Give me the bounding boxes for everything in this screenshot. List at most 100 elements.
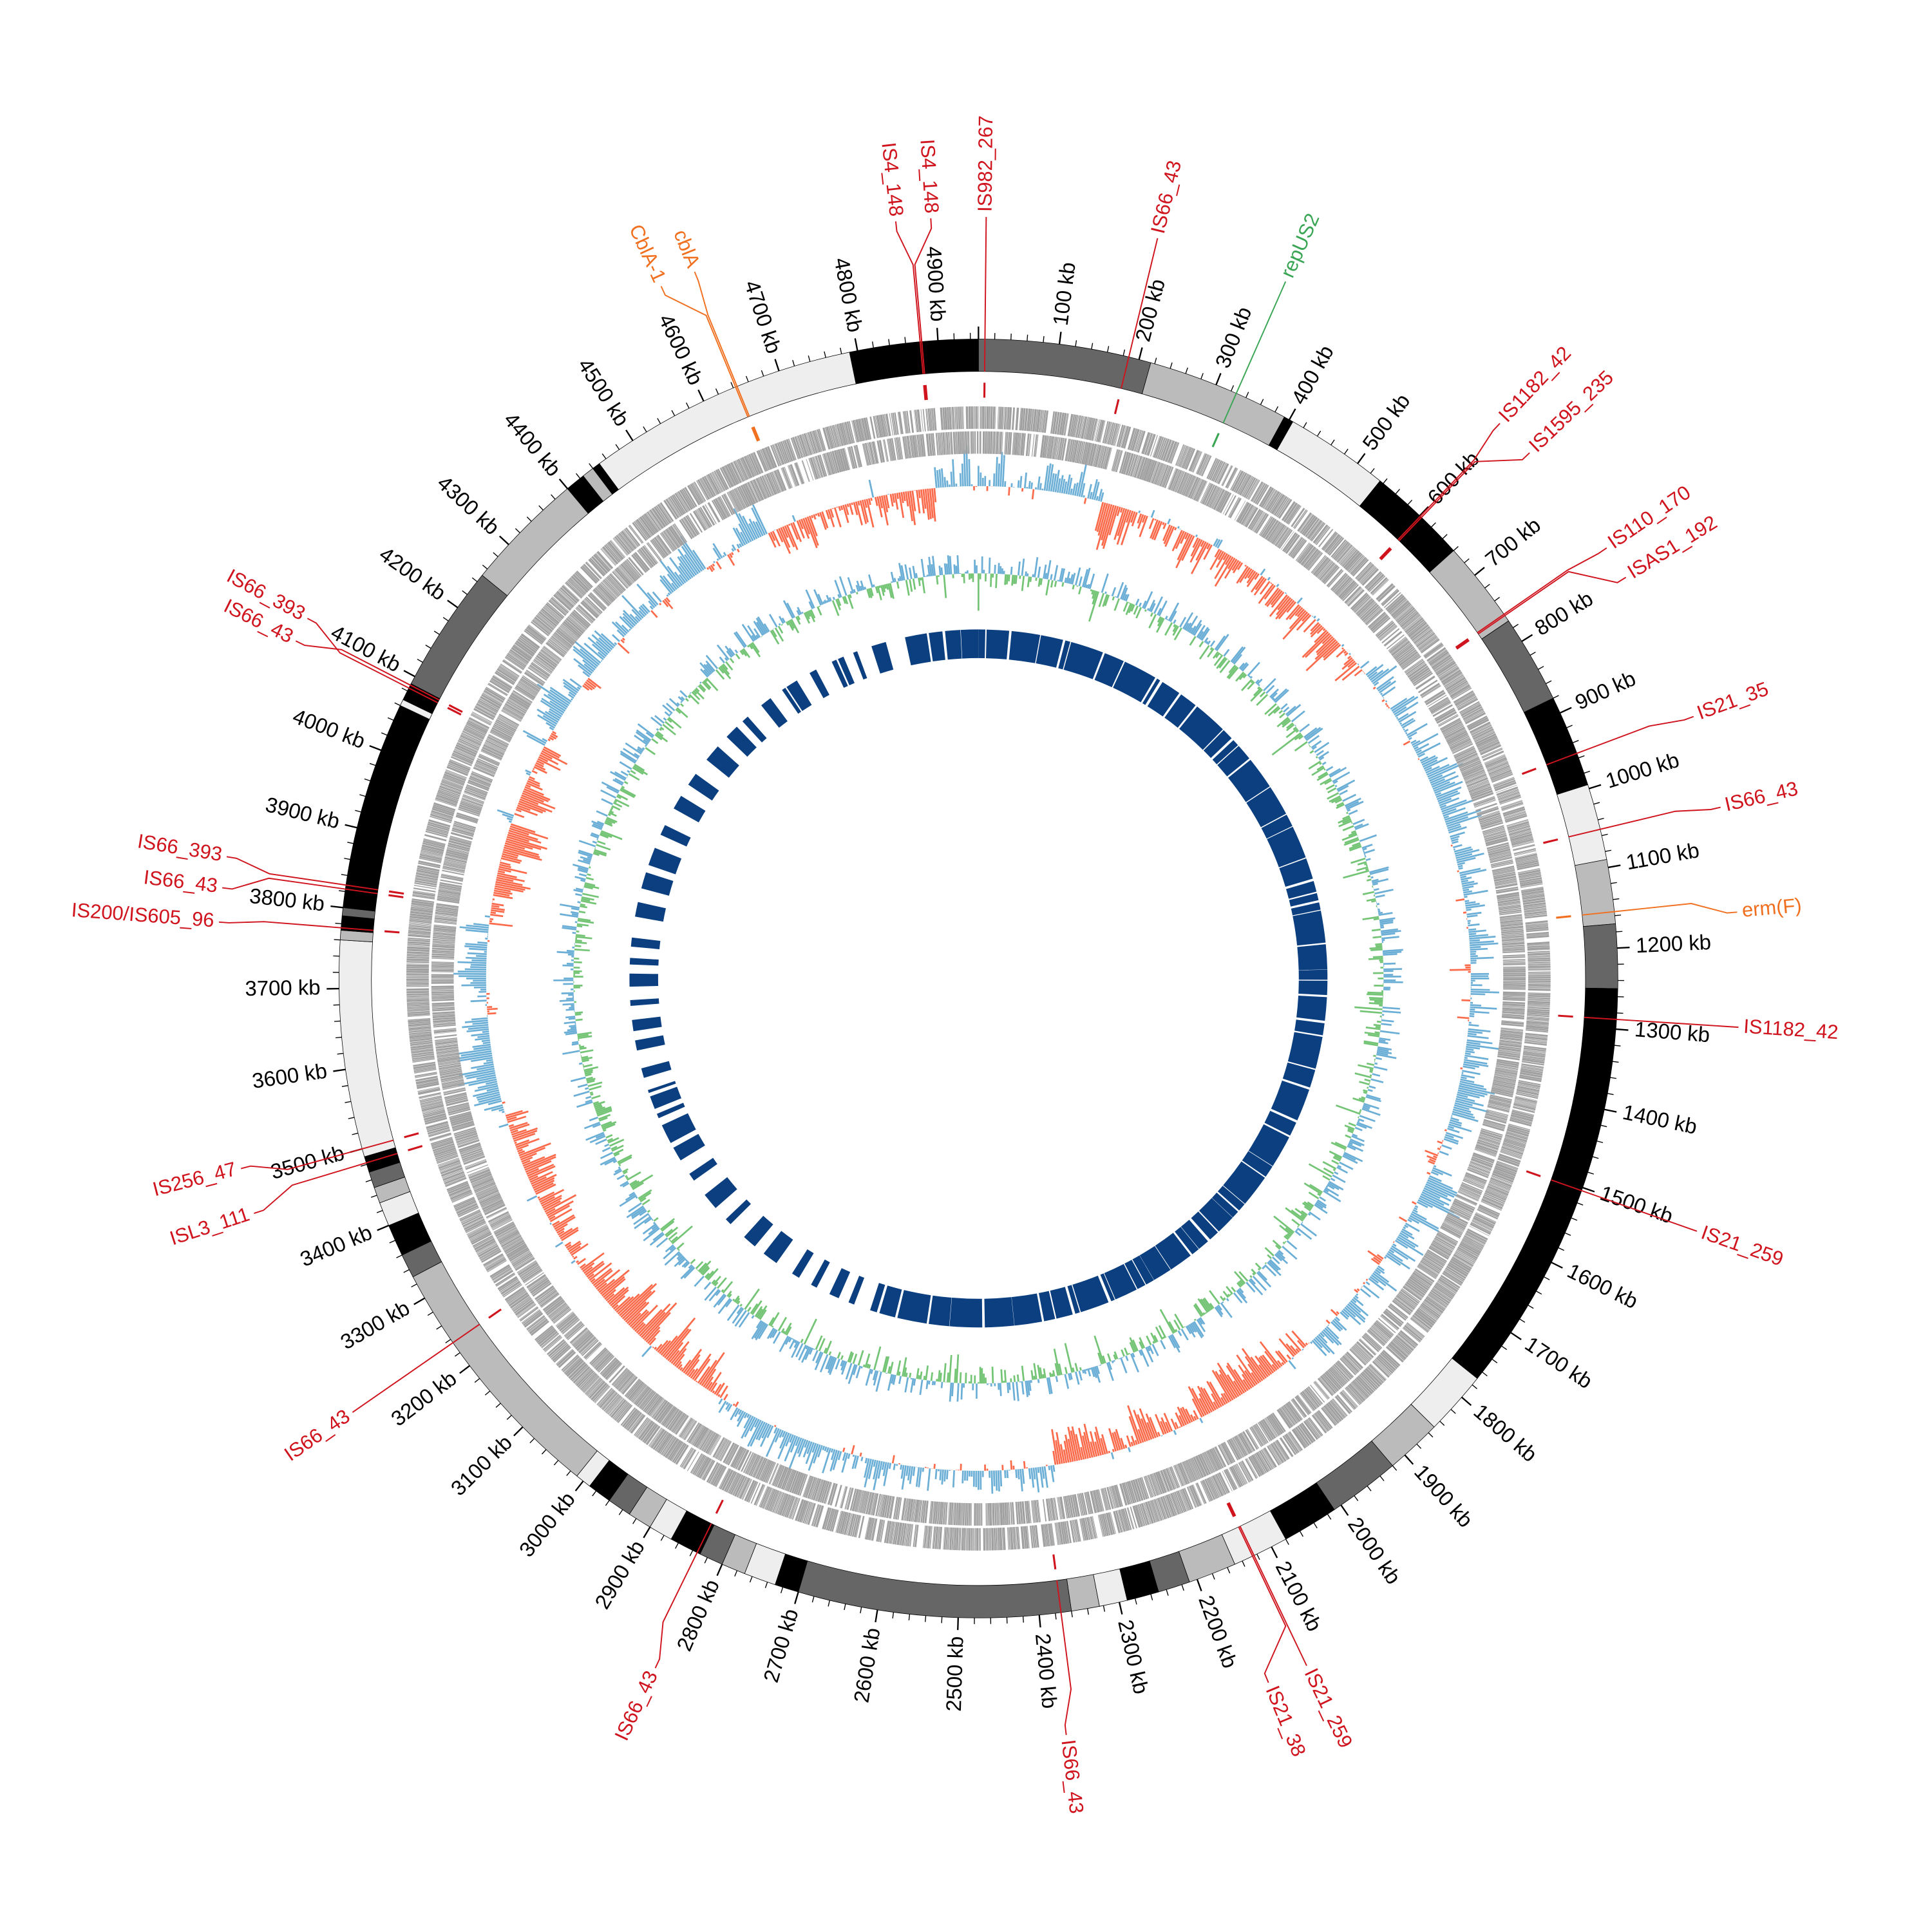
gc-skew-bar [1021, 1468, 1025, 1484]
gc-skew-bar [1296, 608, 1305, 618]
gc-content-bar [585, 1095, 592, 1099]
gc-skew-bar [1461, 880, 1475, 886]
gc-content-bar [889, 583, 895, 600]
gc-content-bar [1068, 578, 1071, 584]
gc-content-bar [1113, 598, 1121, 611]
gc-content-bar [1158, 600, 1168, 616]
gc-skew-bar [1313, 615, 1316, 619]
gc-content-bar [618, 1166, 621, 1169]
gc-skew-bar [1435, 791, 1442, 796]
gene [1336, 1394, 1352, 1413]
gene [1212, 1475, 1224, 1497]
gc-skew-bar [710, 1382, 718, 1392]
gc-skew-bar [790, 1435, 799, 1453]
gc-content-bar [1382, 1010, 1401, 1014]
gc-content-bar [703, 669, 710, 677]
gc-skew-bar [1314, 639, 1337, 660]
gene [1086, 417, 1093, 440]
gc-content-bar [1272, 1240, 1282, 1249]
gc-skew-bar [493, 894, 513, 900]
gc-content-bar [1265, 685, 1275, 694]
gene [447, 764, 469, 774]
gene [614, 536, 630, 555]
gene [502, 659, 522, 674]
gc-skew-bar [536, 708, 559, 723]
gc-skew-bar [517, 804, 531, 811]
gc-content-bar [697, 685, 705, 693]
gene [1172, 469, 1182, 492]
gc-content-bar [706, 677, 719, 692]
gc-content-bar [726, 1291, 732, 1297]
gene [1222, 465, 1233, 486]
homology-block [905, 633, 931, 666]
gc-content-bar [629, 1180, 638, 1186]
gc-content-bar [570, 911, 579, 914]
gc-content-bar [1380, 928, 1398, 933]
gc-content-bar [592, 852, 600, 857]
gc-skew-bar [1365, 1281, 1370, 1285]
gc-content-bar [1079, 1367, 1082, 1371]
gc-skew-bar [830, 1448, 834, 1453]
gene [540, 1332, 559, 1349]
gene [1305, 518, 1320, 538]
gene [766, 1488, 776, 1511]
gc-skew-bar [556, 1227, 565, 1234]
gc-skew-bar [1078, 1428, 1087, 1459]
gc-content-bar [593, 1101, 605, 1106]
gc-skew-bar [1321, 634, 1332, 645]
gc-content-bar [1264, 1262, 1267, 1265]
gc-content-bar [584, 884, 600, 889]
gene [860, 418, 868, 440]
gene [447, 1182, 469, 1193]
gc-content-bar [1344, 797, 1361, 807]
gc-content-bar [612, 1160, 618, 1164]
gene [419, 855, 442, 862]
gc-content-bar [637, 746, 644, 752]
gene [536, 1327, 555, 1343]
gc-skew-bar [1215, 1370, 1234, 1401]
gc-content-bar [1058, 1363, 1063, 1376]
gc-skew-bar [518, 800, 546, 813]
gene [1510, 833, 1533, 842]
gc-content-bar [614, 1152, 620, 1157]
gc-content-bar [1173, 619, 1177, 624]
gc-skew-bar [1425, 1150, 1439, 1157]
gc-content-bar [589, 1085, 602, 1091]
gene [504, 1286, 525, 1301]
gc-content-bar [626, 1205, 644, 1218]
gc-skew-bar [735, 527, 746, 545]
gc-skew-bar [1302, 1349, 1304, 1351]
gc-skew-bar [1383, 1256, 1387, 1259]
gene [1478, 739, 1499, 750]
gene [1414, 1312, 1433, 1328]
gc-content-bar [1347, 808, 1351, 812]
gc-content-bar [768, 1317, 775, 1326]
gc-content-bar [1157, 616, 1162, 623]
gc-skew-bar [1070, 1430, 1079, 1461]
gene [846, 421, 854, 444]
gc-skew-bar [737, 1410, 744, 1422]
gc-content-bar [1334, 1171, 1339, 1175]
gc-skew-bar [1467, 920, 1471, 922]
gc-skew-bar [1181, 1406, 1191, 1424]
gc-skew-bar [1330, 1309, 1338, 1316]
gc-content-bar [1129, 1341, 1135, 1353]
gc-skew-bar [592, 1269, 613, 1287]
gene [544, 605, 562, 621]
homology-block [656, 1103, 685, 1119]
gene [591, 556, 609, 574]
gene [458, 1207, 479, 1218]
gene [1386, 595, 1405, 612]
gc-skew-bar [1391, 1245, 1416, 1262]
gc-content-bar [688, 1264, 693, 1269]
gene [424, 834, 447, 842]
gene [1115, 450, 1123, 473]
gc-skew-bar [670, 1341, 690, 1364]
gc-content-bar [566, 998, 574, 1000]
gc-content-bar [1285, 1207, 1304, 1222]
gc-content-bar [1379, 919, 1394, 923]
gc-content-bar [1138, 602, 1142, 607]
gene [550, 597, 569, 614]
gc-content-bar [1358, 1064, 1374, 1070]
gene [710, 1464, 722, 1484]
